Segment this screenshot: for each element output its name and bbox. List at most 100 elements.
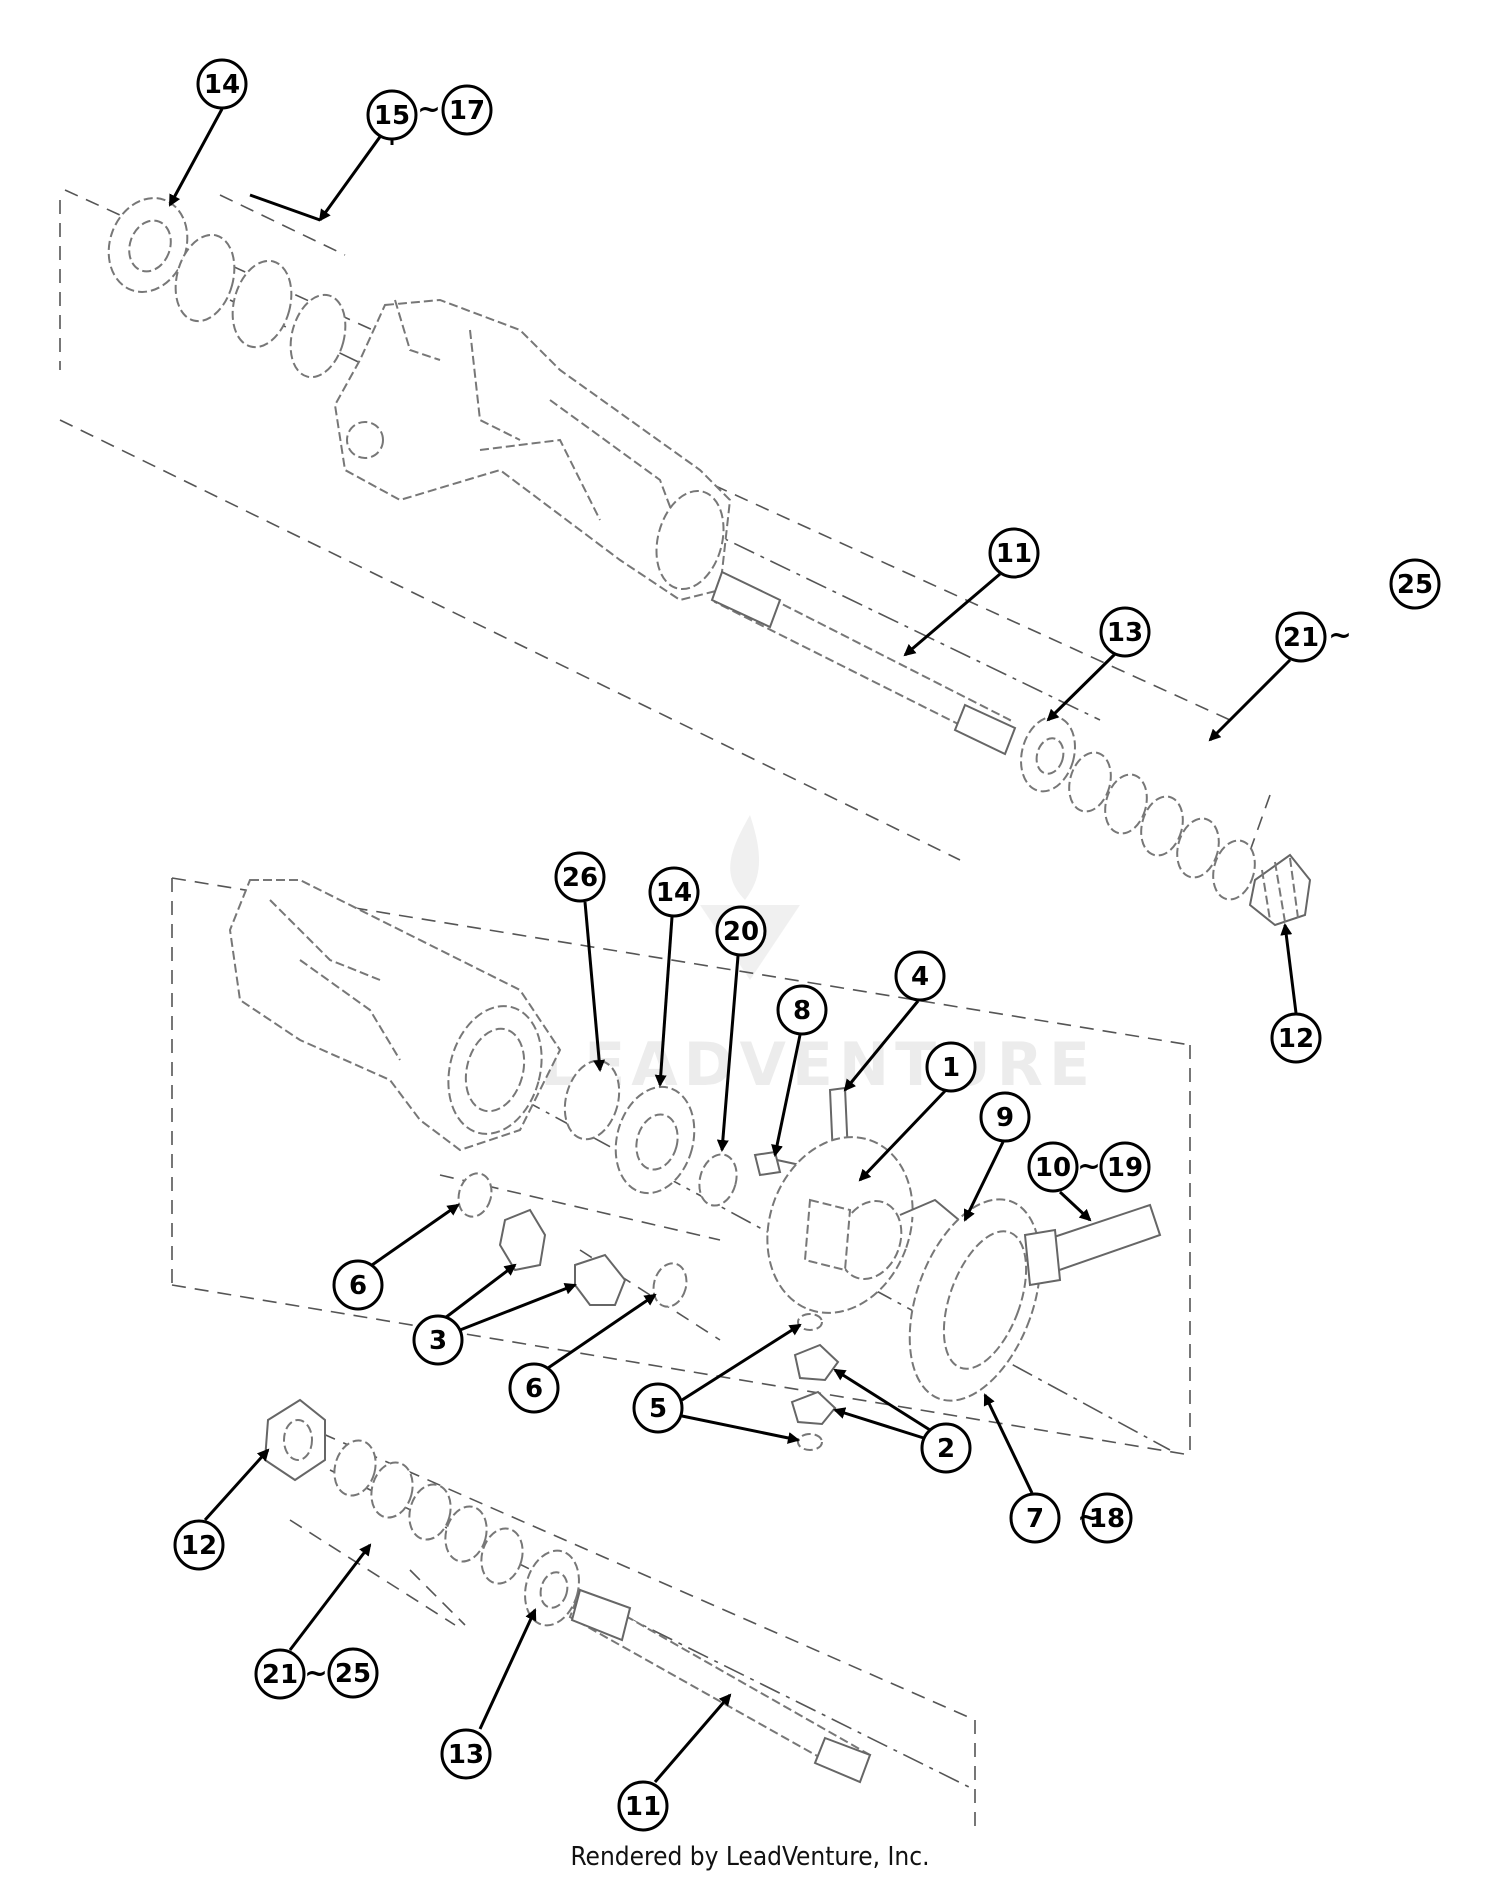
callout-12: 12 [1270,1012,1322,1064]
shim-upper-r4 [1176,817,1220,879]
callout-label: 4 [911,962,929,992]
callout-11: 11 [988,527,1040,579]
callout-circle [920,1422,972,1474]
callout-circle [1081,1492,1133,1544]
footer-credit: Rendered by LeadVenture, Inc. [570,1842,930,1872]
side-gear-3a [498,1208,547,1272]
callout-label: 18 [1089,1504,1125,1534]
callout-circle [1099,606,1151,658]
lower-assembly [263,1398,976,1835]
callout-15: 15 [366,89,418,141]
callout-circle [925,1041,977,1093]
callout-circle [412,1314,464,1366]
callout-label: 8 [793,996,811,1026]
side-gear-3b [574,1253,627,1306]
callout-label: 21 [1283,623,1319,653]
callout-label: 25 [1397,570,1433,600]
differential-case [766,1136,914,1314]
shim-upper-r3 [1140,795,1184,857]
transaxle-housing-middle [228,879,562,1152]
range-tilde: ~ [1077,1149,1100,1182]
callout-label: 5 [649,1394,667,1424]
bolt-8 [753,1150,801,1177]
callout-circle [332,1259,384,1311]
watermark: LEADVENTURE [540,815,1090,1100]
callout-circle [554,851,606,903]
callout-label: 6 [349,1271,367,1301]
washer-6-left [457,1172,493,1218]
washer-6-right [652,1262,688,1308]
range-tilde: ~ [417,92,440,125]
pin-9 [899,1198,966,1226]
callout-9: 9 [979,1091,1031,1143]
shim-upper-2 [231,259,293,349]
callout-label: 21 [262,1660,298,1690]
callout-label: 10 [1035,1153,1071,1183]
callout-14: 14 [648,866,700,918]
shim-lower-5 [480,1527,524,1585]
callout-6: 6 [508,1362,560,1414]
callout-circle [1027,1141,1079,1193]
callout-18: 18 [1081,1492,1133,1544]
shim-lower-4 [444,1505,488,1563]
bearing-lower [524,1549,580,1627]
callout-label: 15 [374,101,410,131]
callout-25: 25 [1389,558,1441,610]
callout-circle [1389,558,1441,610]
callout-circle [1099,1141,1151,1193]
callout-8: 8 [776,984,828,1036]
callout-circle [1009,1492,1061,1544]
bevel-gear-lower [263,1398,326,1482]
callout-label: 3 [429,1326,447,1356]
range-tilde: ~ [1077,1500,1100,1533]
range-tildes: ~~~~~ [304,92,1351,1689]
callout-circle [254,1648,306,1700]
callout-label: 26 [562,863,598,893]
callout-label: 13 [448,1740,484,1770]
callout-label: 2 [937,1434,955,1464]
callout-26: 26 [554,851,606,903]
callout-14: 14 [196,58,248,110]
callout-13: 13 [1099,606,1151,658]
pinion-gear-2b [790,1390,837,1426]
callout-2: 2 [920,1422,972,1474]
shim-lower-3 [408,1483,452,1541]
callout-label: 13 [1107,618,1143,648]
bearing-middle [614,1085,696,1195]
shim-upper-r2 [1104,773,1148,835]
callout-5: 5 [632,1382,684,1434]
pinion-gear-2a [793,1343,840,1382]
bearing-upper-left [107,197,189,293]
axle-shaft-lower [568,1588,872,1784]
callout-21: 21 [254,1648,306,1700]
callout-circle [1270,1012,1322,1064]
callout-label: 7 [1026,1504,1044,1534]
bevel-gear-upper [1248,853,1312,927]
callout-4: 4 [894,950,946,1002]
callout-13: 13 [440,1728,492,1780]
callout-circle [441,84,493,136]
pinion-shaft [1023,1203,1162,1287]
range-tilde: ~ [304,1656,327,1689]
upper-assembly [59,189,1312,927]
callout-label: 14 [656,878,692,908]
shim-20 [698,1153,738,1207]
leader-lines [168,108,1298,1783]
callout-label: 9 [996,1103,1014,1133]
shim-lower-2 [370,1461,414,1519]
callout-circle [196,58,248,110]
callout-3: 3 [412,1314,464,1366]
callout-6: 6 [332,1259,384,1311]
callout-circle [632,1382,684,1434]
callout-label: 1 [942,1053,960,1083]
callout-circle [979,1091,1031,1143]
callout-12: 12 [173,1519,225,1571]
shim-lower-1 [333,1439,377,1497]
callout-label: 19 [1107,1153,1143,1183]
callout-label: 25 [335,1659,371,1689]
callout-circle [173,1519,225,1571]
callout-circle [648,866,700,918]
callout-label: 6 [525,1374,543,1404]
